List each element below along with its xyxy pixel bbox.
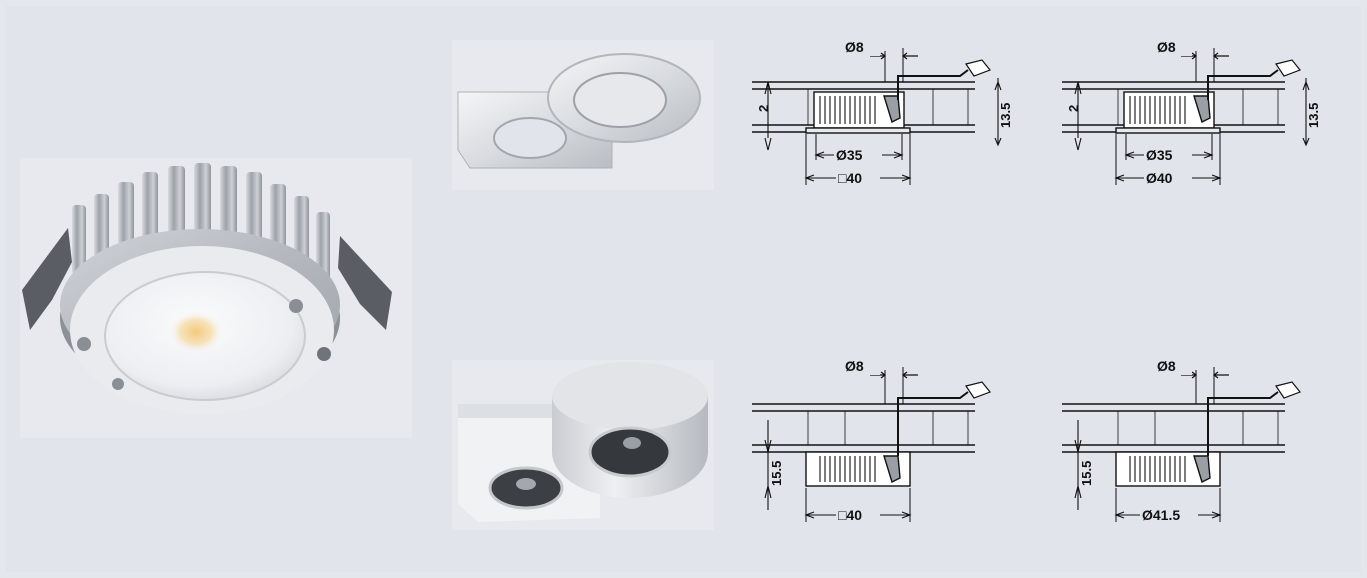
connector-icon (1275, 381, 1301, 399)
dim-hole-label: Ø8 (1157, 358, 1176, 374)
drawing-recessed-square (752, 48, 1002, 185)
round-housing-opening (588, 426, 672, 478)
dim-height-label: 13.5 (1306, 103, 1321, 128)
dim-hole-label: Ø8 (1157, 39, 1176, 55)
dim-height-label: 15.5 (769, 461, 784, 486)
dim-inner-label: Ø35 (836, 147, 863, 163)
connector-icon (965, 59, 991, 77)
plate-cutout (493, 117, 567, 159)
ring-cutout (573, 72, 667, 128)
cable (1207, 69, 1279, 100)
dim-outer-label: Ø41.5 (1142, 507, 1180, 523)
connector-icon (1275, 59, 1301, 77)
drawing-recessed-round (1062, 48, 1310, 185)
screw-icon (77, 337, 91, 351)
led-downlight-photo (20, 158, 412, 438)
cable (1207, 391, 1279, 456)
screw-icon (317, 347, 331, 361)
drawing-surface-round (1062, 367, 1301, 522)
led-glow (170, 312, 222, 352)
dim-thickness-label: 2 (1066, 105, 1081, 112)
screw-icon (289, 299, 303, 313)
dim-height-label: 13.5 (998, 103, 1013, 128)
trim-flange (805, 127, 911, 134)
dim-outer-label: □40 (838, 507, 862, 523)
dim-thickness (1074, 81, 1082, 151)
dim-thickness-label: 2 (756, 105, 771, 112)
spring-clip-left (22, 228, 72, 330)
dim-outer-label: □40 (838, 170, 862, 186)
dim-height (994, 78, 1002, 147)
dim-height (1302, 78, 1310, 147)
dim-height-label: 15.5 (1079, 461, 1094, 486)
dim-height (1074, 420, 1082, 510)
dim-height (764, 420, 772, 510)
dim-thickness (764, 81, 772, 151)
dim-inner-label: Ø35 (1146, 147, 1173, 163)
dim-hole-label: Ø8 (845, 39, 864, 55)
cable (897, 69, 969, 100)
dim-hole-label: Ø8 (845, 358, 864, 374)
trim-flange (1115, 127, 1221, 134)
drawing-surface-square (752, 367, 991, 522)
cable (897, 391, 969, 456)
dim-outer-label: Ø40 (1146, 170, 1173, 186)
connector-icon (965, 381, 991, 399)
spring-clip-right (338, 236, 392, 330)
screw-icon (112, 378, 124, 390)
recessed-mounting-rings-photo (452, 40, 714, 190)
surface-mounted-housings-photo (452, 360, 714, 530)
technical-drawings: Ø8 Ø35 □40 2 13.5 (752, 38, 1321, 524)
